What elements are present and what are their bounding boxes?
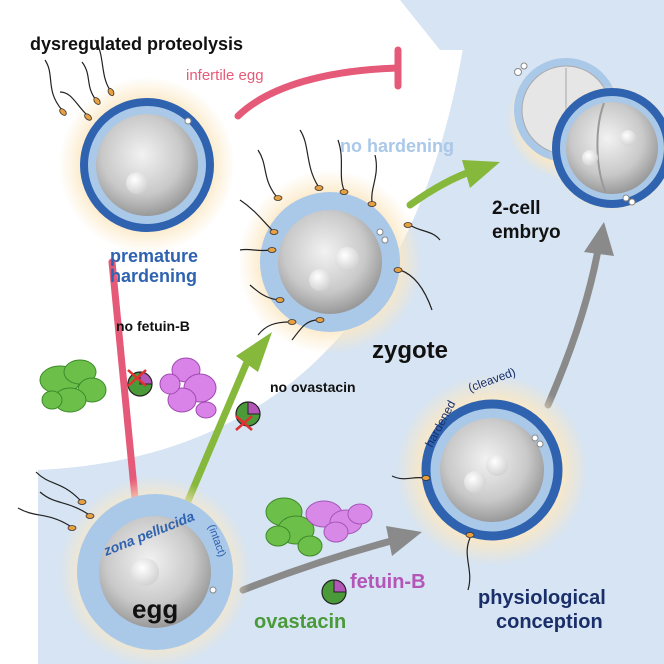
sperm-group-2 (239, 129, 441, 341)
label-no-ovastacin: no ovastacin (270, 379, 356, 395)
label-conception: conception (496, 611, 603, 633)
red-path-line (108, 258, 139, 502)
green-path-line (181, 351, 254, 512)
sperm-group-1 (44, 39, 111, 117)
blue-panel-top (400, 0, 664, 50)
label-embryo: embryo (492, 222, 561, 243)
sperm-heads-2 (267, 185, 413, 325)
gray-arrowhead-2 (584, 222, 614, 256)
label-premature: premature (110, 246, 198, 266)
label-no-hardening: no hardening (340, 136, 454, 156)
label-dysregulated: dysregulated proteolysis (30, 34, 243, 54)
sperm-heads-4 (67, 499, 95, 531)
sperm-group-3 (391, 475, 471, 591)
sperm-heads-1 (59, 87, 115, 121)
label-zygote: zygote (372, 337, 448, 364)
two-cell-embryo (506, 58, 664, 212)
red-inhibit-arc (234, 64, 402, 120)
ovastacin-protein-left (159, 357, 217, 419)
green-arrowhead-2 (462, 160, 500, 188)
fetuin-b-protein-left (39, 359, 107, 413)
egg (59, 476, 251, 664)
label-hardening: hardening (110, 266, 197, 286)
label-physiological: physiological (478, 587, 606, 609)
gray-path-line-2 (544, 246, 602, 409)
label-no-fetuin-b: no fetuin-B (116, 318, 190, 334)
hardened-zygote (396, 374, 588, 566)
complex-protein (265, 497, 373, 557)
sperm-heads-3 (421, 475, 475, 538)
fetuin-ovastacin-icon (321, 579, 347, 605)
green-arrowhead (236, 332, 272, 372)
sperm-group-4 (17, 471, 89, 527)
label-infertile-egg: infertile egg (186, 67, 264, 84)
premature-hardening-egg (59, 77, 235, 253)
gray-arrowhead (386, 526, 422, 556)
label-egg: egg (132, 594, 178, 624)
gray-path-line (239, 536, 399, 594)
ovastacin-knockout-icon (235, 401, 261, 431)
label-fetuin-b: fetuin-B (350, 571, 426, 593)
fetuin-knockout-icon (127, 369, 153, 397)
label-2-cell: 2-cell (492, 198, 541, 219)
no-hardening-egg (238, 170, 422, 354)
label-ovastacin: ovastacin (254, 611, 346, 633)
